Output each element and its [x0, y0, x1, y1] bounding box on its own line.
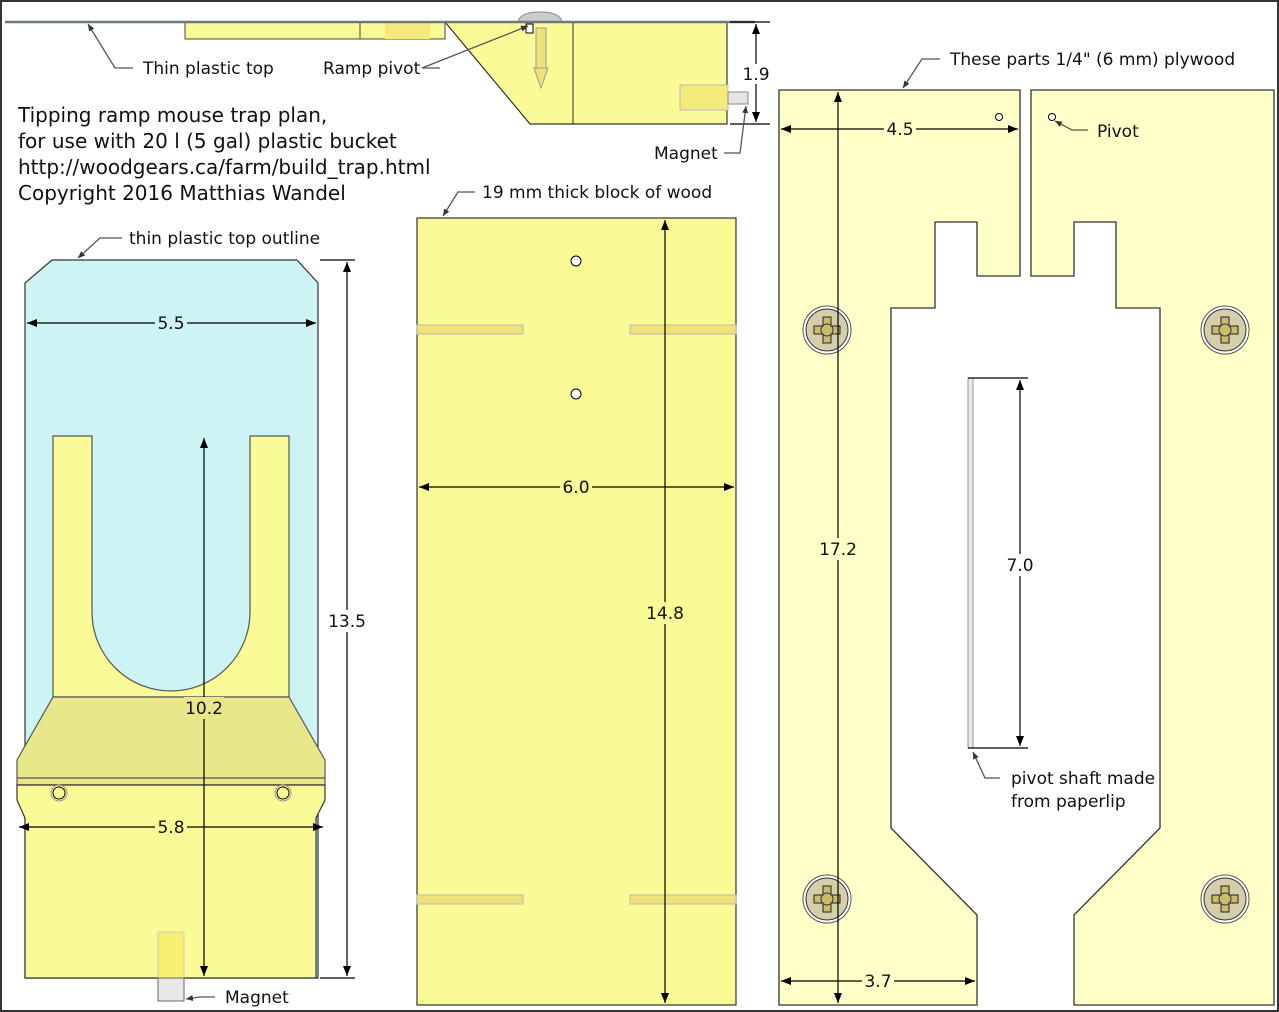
label-thin-plastic-top: Thin plastic top [142, 59, 274, 79]
label-ramp-pivot: Ramp pivot [323, 59, 421, 79]
hole [570, 255, 582, 267]
dim-shaft-length: 7.0 [1006, 556, 1033, 576]
label-shaft-1: pivot shaft made [1011, 769, 1155, 789]
dim-label-height: 1.9 [742, 65, 769, 85]
label-plywood: These parts 1/4" (6 mm) plywood [949, 50, 1235, 70]
wood-block [416, 217, 737, 1006]
leader-ramp-pivot [421, 25, 529, 69]
label-magnet-top: Magnet [225, 988, 289, 1008]
plywood-view: Pivot 7.0 pivot shaft made from paperlip… [778, 50, 1275, 1006]
leader-magnet-side [724, 105, 749, 154]
dim-width-bottom: 5.8 [157, 818, 184, 838]
screw-icon [1200, 305, 1250, 355]
top-plate-view: Magnet thin plastic top outline 5.5 13.5… [16, 229, 366, 1008]
title-copyright: Copyright 2016 Matthias Wandel [18, 181, 346, 205]
leader-thin-plastic [87, 23, 133, 69]
magnet-housing [679, 84, 729, 111]
pivot-hole [1048, 113, 1056, 121]
label-pivot: Pivot [1097, 122, 1139, 142]
title-line-2: for use with 20 l (5 gal) plastic bucket [18, 129, 397, 153]
dim-width-top: 5.5 [157, 314, 184, 334]
screw-hole [276, 786, 290, 800]
dim-ramp-length: 10.2 [185, 699, 223, 719]
label-shaft-2: from paperlip [1011, 792, 1126, 812]
magnet-housing-top [157, 931, 185, 979]
slot [629, 324, 737, 335]
dim-ply-width: 4.5 [886, 120, 913, 140]
pivot-hole [995, 113, 1003, 121]
screw-icon [802, 874, 852, 924]
label-top-outline: thin plastic top outline [129, 229, 320, 249]
dim-ply-height: 17.2 [819, 540, 857, 560]
title-url: http://woodgears.ca/farm/build_trap.html [18, 155, 431, 179]
ramp-strip-shade [385, 22, 430, 39]
dim-height-top: 13.5 [328, 612, 366, 632]
dim-block-height: 14.8 [646, 604, 684, 624]
side-view: 1.9 Thin plastic top Ramp pivot Magnet [5, 11, 772, 164]
label-wood-block: 19 mm thick block of wood [482, 183, 712, 203]
ramp-u-shape [52, 435, 290, 698]
title-block: Tipping ramp mouse trap plan, for use wi… [17, 103, 431, 205]
dim-block-width: 6.0 [562, 478, 589, 498]
slot [629, 894, 737, 905]
hole [570, 388, 582, 400]
screw-hole [52, 786, 66, 800]
dim-ply-bottom: 3.7 [864, 972, 891, 992]
slot [416, 894, 524, 905]
wood-block-view: 6.0 14.8 19 mm thick block of wood [416, 183, 737, 1006]
pivot-screw-tip [533, 67, 549, 90]
title-line-1: Tipping ramp mouse trap plan, [17, 103, 327, 127]
label-magnet-side: Magnet [654, 144, 718, 164]
pivot-shaft [967, 377, 974, 749]
slot [416, 324, 524, 335]
ramp-base-section [16, 784, 326, 979]
pivot-screw-head [517, 11, 563, 23]
screw-icon [1200, 874, 1250, 924]
screw-icon [802, 305, 852, 355]
magnet-top [157, 977, 185, 1002]
pivot-point [525, 23, 534, 34]
magnet-side [727, 91, 749, 105]
pivot-screw-shank [535, 27, 547, 74]
ramp-hinge-section [16, 696, 326, 786]
